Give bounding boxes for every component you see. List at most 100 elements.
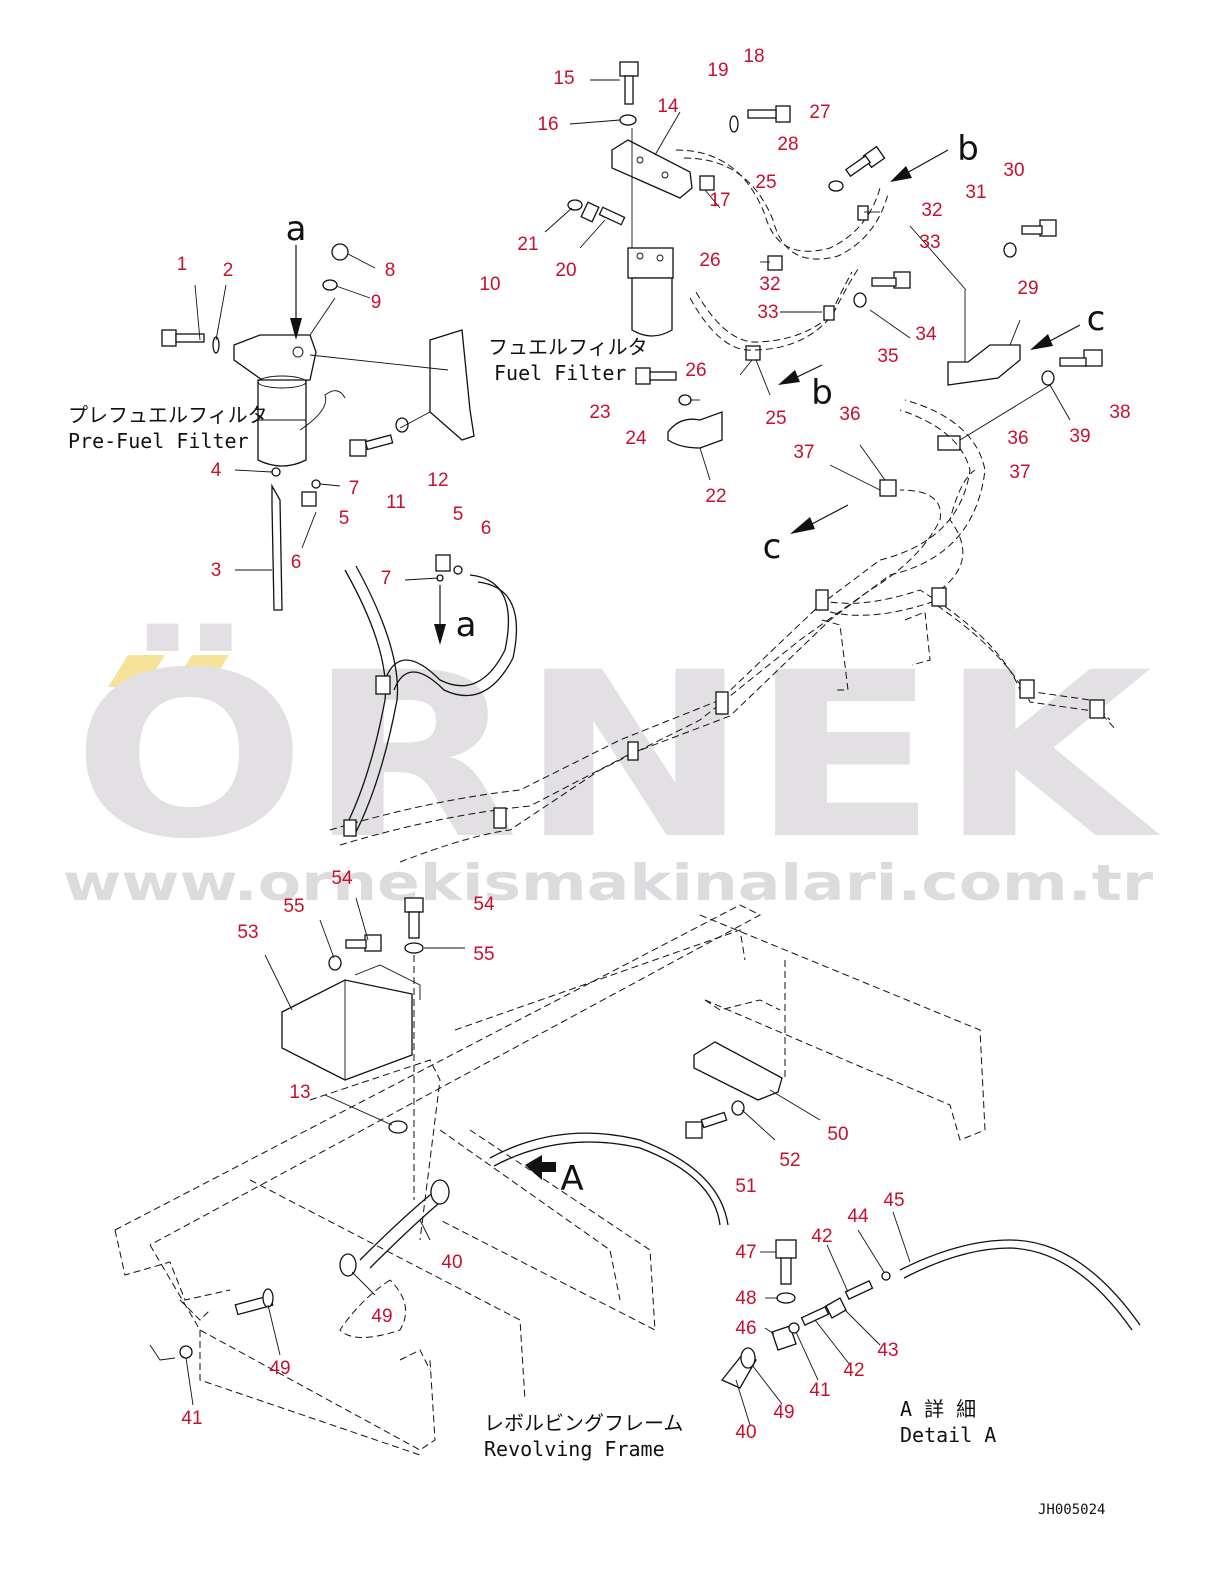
washer-icon: [678, 394, 692, 406]
bolt-shank: [871, 277, 897, 287]
part-number-55: 55: [283, 896, 304, 917]
view-arrow-icon: [778, 370, 800, 385]
part-number-17: 17: [709, 190, 730, 211]
bolt-shank: [1059, 357, 1087, 367]
part-number-32: 32: [759, 274, 780, 295]
washer-icon: [404, 942, 424, 954]
view-marker-c: c: [763, 527, 782, 567]
label-detail-a-en: Detail A: [900, 1423, 996, 1447]
part-number-41: 41: [809, 1380, 830, 1401]
fuel-filter-cartridge: [631, 277, 673, 337]
part-number-21: 21: [517, 234, 538, 255]
view-marker-A: A: [560, 1159, 583, 1199]
label-pre-fuel-filter-en: Pre-Fuel Filter: [68, 429, 249, 453]
label-detail-a-jp: A 詳 細: [900, 1397, 976, 1421]
part-number-4: 4: [211, 460, 222, 481]
washer-icon: [731, 1100, 745, 1116]
part-number-6: 6: [291, 552, 302, 573]
label-pre-fuel-filter-jp: プレフュエルフィルタ: [68, 403, 268, 427]
part-number-5: 5: [453, 504, 464, 525]
part-number-29: 29: [1017, 278, 1038, 299]
view-arrow-icon: [290, 318, 302, 340]
part-number-35: 35: [877, 346, 898, 367]
revolving-frame: [114, 897, 986, 1456]
leader-lines: [185, 79, 1081, 1426]
part-number-31: 31: [965, 182, 986, 203]
bolt-shank: [747, 109, 777, 119]
drawing-code: JH005024: [1038, 1502, 1105, 1518]
o-ring-icon: [322, 279, 338, 291]
part-number-11: 11: [386, 492, 406, 513]
bolt-shank: [624, 75, 634, 105]
bolt-icon: [685, 1121, 703, 1139]
watermark-accent-mark: [172, 655, 229, 687]
hose-joint-icon: [1019, 679, 1035, 699]
part-number-2: 2: [223, 260, 234, 281]
fuel-filter-head: [627, 247, 674, 279]
part-number-22: 22: [705, 486, 726, 507]
washer-icon: [853, 292, 867, 308]
fuel-filter-bracket: [611, 139, 693, 199]
part-number-49: 49: [269, 1358, 290, 1379]
part-number-5: 5: [339, 508, 350, 529]
pre-fuel-filter-bowl: [257, 379, 307, 467]
hose-joint-icon: [1089, 699, 1105, 719]
o-ring-icon: [453, 565, 463, 575]
bolt-icon: [349, 439, 367, 457]
part-number-1: 1: [177, 254, 188, 275]
hose-joint-icon: [375, 675, 391, 695]
washer-icon: [567, 199, 583, 211]
part-number-49: 49: [371, 1306, 392, 1327]
nut-icon: [788, 1322, 800, 1334]
part-number-16: 16: [537, 114, 558, 135]
part-number-7: 7: [381, 568, 392, 589]
view-markers: a a b b c c A: [286, 129, 1106, 1199]
part-number-6: 6: [481, 518, 492, 539]
washer-icon: [1003, 242, 1017, 258]
part-number-7: 7: [349, 478, 360, 499]
part-number-52: 52: [779, 1150, 800, 1171]
bracket-icon: [771, 1325, 797, 1351]
view-arrow-icon: [790, 517, 815, 534]
view-arrow-icon: [1030, 334, 1053, 350]
part-number-42: 42: [843, 1360, 864, 1381]
cover-plate: [693, 1041, 783, 1101]
part-number-45: 45: [883, 1190, 904, 1211]
part-number-32: 32: [921, 200, 942, 221]
bolt-shank: [598, 206, 626, 226]
bolt-shank: [1021, 225, 1043, 235]
washer-icon: [212, 336, 220, 354]
plug-icon: [331, 243, 349, 261]
hose-joint-icon: [493, 807, 507, 829]
drain-tube: [271, 483, 283, 611]
part-number-51: 51: [735, 1176, 756, 1197]
part-number-18: 18: [743, 46, 764, 67]
part-number-40: 40: [735, 1422, 756, 1443]
bolt-shank: [345, 939, 367, 949]
bolt-icon: [404, 897, 424, 913]
part-number-37: 37: [1009, 462, 1030, 483]
part-number-38: 38: [1109, 402, 1130, 423]
view-arrow-icon: [890, 166, 912, 182]
grommet-icon: [430, 1179, 450, 1205]
clamp-bracket: [667, 411, 723, 449]
bolt-shank: [408, 911, 420, 939]
washer-icon: [395, 417, 409, 433]
bolt-shank: [700, 1111, 728, 1129]
part-number-40: 40: [441, 1252, 462, 1273]
view-marker-b: b: [957, 129, 979, 169]
part-number-48: 48: [735, 1288, 756, 1309]
view-marker-b: b: [811, 373, 833, 413]
part-number-10: 10: [479, 274, 500, 295]
part-number-23: 23: [589, 402, 610, 423]
part-number-15: 15: [553, 68, 574, 89]
label-revolving-frame-en: Revolving Frame: [484, 1437, 665, 1461]
hose-clamp-icon: [937, 435, 961, 451]
grommet-icon: [388, 1120, 408, 1134]
hose-clamp-icon: [879, 479, 897, 497]
label-revolving-frame-jp: レボルビングフレーム: [484, 1411, 683, 1435]
hose-clamp-icon: [745, 345, 761, 361]
label-fuel-filter-en: Fuel Filter: [494, 361, 626, 385]
part-number-33: 33: [919, 232, 940, 253]
